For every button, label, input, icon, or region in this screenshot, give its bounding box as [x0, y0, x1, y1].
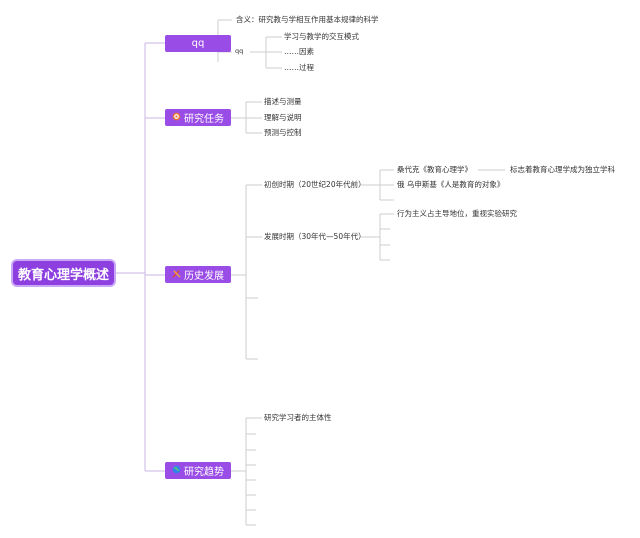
leaf-sub-1[interactable]: 学习与教学的交互模式 — [284, 32, 359, 41]
leaf-qq[interactable]: qq — [235, 47, 244, 55]
root-node[interactable]: 教育心理学概述 — [13, 261, 114, 285]
branch-research-trend[interactable]: 研究趋势 — [165, 462, 231, 479]
root-connector — [114, 42, 165, 472]
leaf-development-period[interactable]: 发展时期（30年代—50年代） — [264, 232, 366, 241]
leaf-trend-1[interactable]: 研究学习者的主体性 — [264, 413, 332, 422]
leaf-early-period[interactable]: 初创时期（20世纪20年代前） — [264, 180, 366, 189]
branch-qq-label: qq — [191, 38, 205, 49]
leaf-sub-3[interactable]: ……过程 — [284, 63, 314, 72]
history-connector — [231, 184, 262, 360]
leaf-sub-2[interactable]: ……因素 — [284, 47, 314, 56]
target-icon — [172, 112, 181, 124]
branch-history[interactable]: 历史发展 — [165, 266, 231, 283]
tools-icon — [172, 269, 181, 281]
early-connector — [360, 169, 394, 201]
leaf-definition[interactable]: 含义：研究教与学相互作用基本规律的科学 — [236, 15, 379, 24]
branch-research-task[interactable]: 研究任务 — [165, 109, 231, 126]
leaf-task-3[interactable]: 预测与控制 — [264, 128, 302, 137]
leaf-behaviorism[interactable]: 行为主义占主导地位，重视实验研究 — [397, 209, 517, 218]
development-connector — [360, 213, 394, 261]
leaf-kapterev[interactable]: 俄 乌申斯基《人是教育的对象》 — [397, 180, 505, 189]
qq-sub-connector — [250, 36, 282, 69]
trend-connector — [231, 417, 262, 526]
branch-research-task-label: 研究任务 — [184, 114, 224, 125]
leaf-task-1[interactable]: 描述与测量 — [264, 97, 302, 106]
leaf-thorndike-note[interactable]: 标志着教育心理学成为独立学科 — [510, 165, 615, 174]
branch-research-trend-label: 研究趋势 — [184, 467, 224, 478]
branch-history-label: 历史发展 — [184, 271, 224, 282]
globe-icon — [172, 465, 181, 477]
branch-qq[interactable]: qq — [165, 35, 231, 52]
task-connector — [231, 101, 262, 134]
leaf-task-2[interactable]: 理解与说明 — [264, 113, 302, 122]
root-label: 教育心理学概述 — [17, 267, 109, 283]
leaf-thorndike[interactable]: 桑代克《教育心理学》 — [397, 165, 472, 174]
